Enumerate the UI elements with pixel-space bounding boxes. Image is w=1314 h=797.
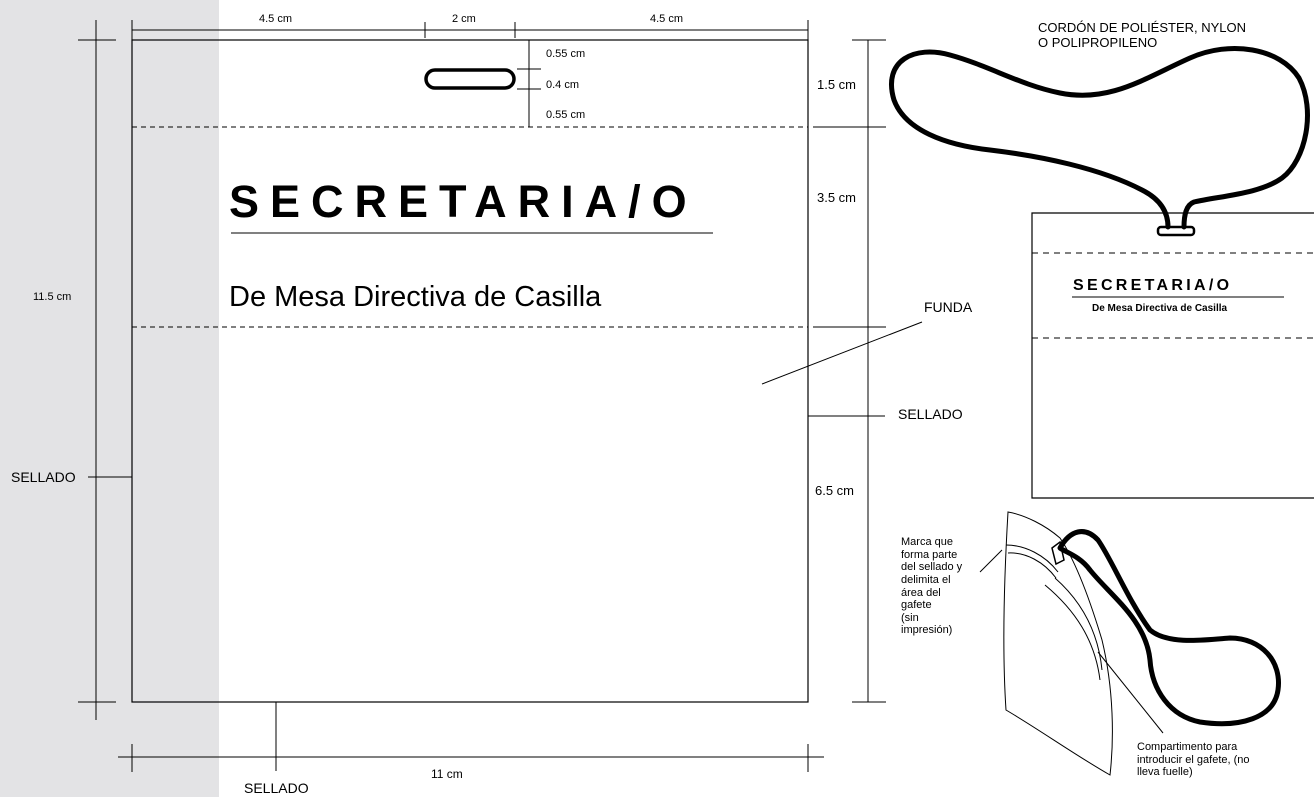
sleeve-outline [131, 39, 809, 703]
pouch-lanyard [1057, 529, 1281, 727]
cord-label: CORDÓN DE POLIÉSTER, NYLON O POLIPROPILE… [1038, 20, 1247, 50]
dim-width-slot-label: 2 cm [452, 13, 476, 25]
hang-slot [424, 68, 516, 90]
dim-height-label: 11.5 cm [33, 291, 72, 303]
dim-slot-top-label: 0.55 cm [546, 48, 586, 60]
dim-width-left-label: 4.5 cm [259, 13, 293, 25]
pouch-outline [1003, 511, 1113, 776]
sealed-left-label: SELLADO [11, 469, 76, 485]
lanyard-cord [889, 46, 1310, 230]
sleeve-leader [761, 321, 923, 385]
sealed-right-label: SELLADO [898, 406, 963, 422]
preview-badge-outline [1031, 212, 1314, 499]
compartment-note: Compartimento para introducir el gafete,… [1137, 741, 1250, 779]
badge-title: SECRETARIA/O [229, 176, 698, 227]
dim-zone-badge-label: 3.5 cm [817, 190, 857, 205]
dim-slot-bottom-label: 0.55 cm [546, 109, 586, 121]
dim-width-total-label: 11 cm [431, 767, 463, 781]
dim-zone-top-label: 1.5 cm [817, 77, 857, 92]
preview-badge-subtitle: De Mesa Directiva de Casilla [1092, 303, 1228, 314]
sealed-bottom-label: SELLADO [244, 780, 309, 796]
preview-badge-title: SECRETARIA/O [1073, 277, 1233, 294]
dim-zone-bottom-label: 6.5 cm [815, 483, 855, 498]
seal-mark-note: Marca que forma parte del sellado y deli… [901, 536, 963, 637]
sleeve-label: FUNDA [924, 299, 973, 315]
dim-width-right-label: 4.5 cm [650, 13, 684, 25]
badge-subtitle: De Mesa Directiva de Casilla [229, 281, 602, 313]
dim-slot-height-label: 0.4 cm [546, 79, 580, 91]
lanyard-clip [1156, 225, 1196, 237]
background-shade-strip [0, 0, 219, 797]
